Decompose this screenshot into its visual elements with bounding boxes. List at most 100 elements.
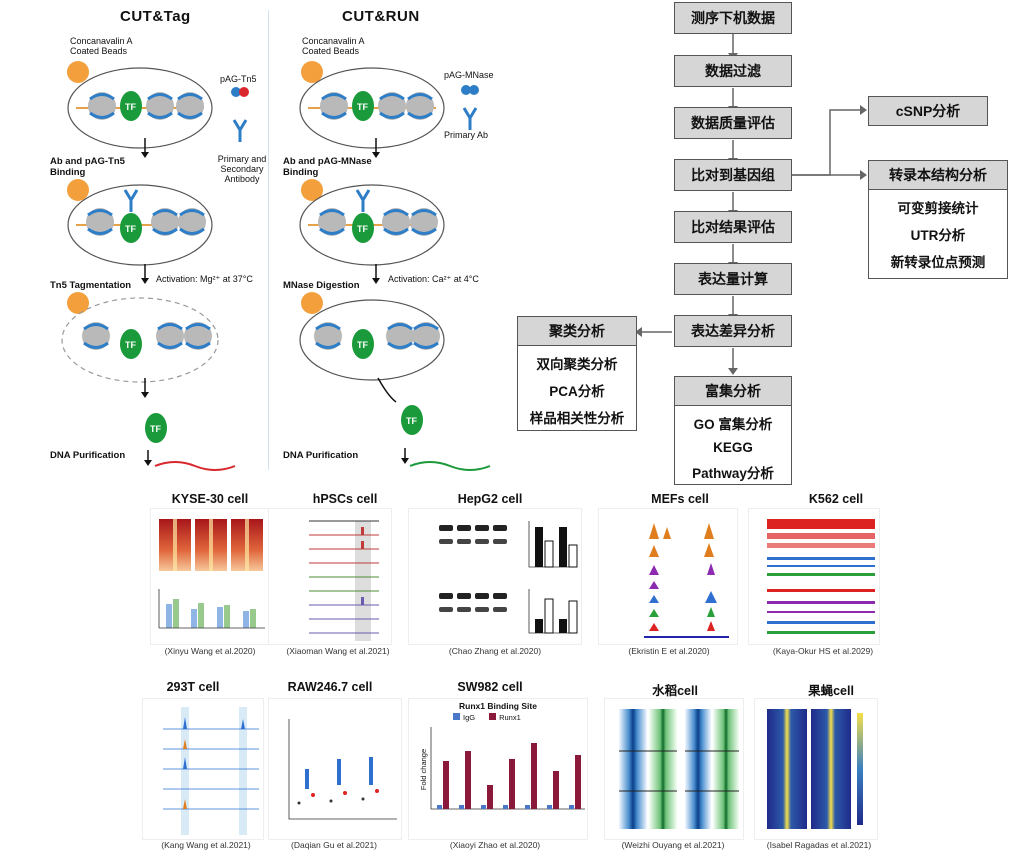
flow-enrich-list: GO 富集分析 KEGG Pathway分析 bbox=[674, 405, 792, 485]
cutrun-nucleosome-3 bbox=[404, 90, 436, 122]
flow-transcript-header: 转录本结构分析 bbox=[868, 160, 1008, 190]
cutrun-nucleosome-4 bbox=[316, 206, 348, 238]
cutrun-bead-3 bbox=[301, 292, 323, 314]
cuttag-cell-3 bbox=[61, 297, 219, 383]
cuttag-bead-2 bbox=[67, 179, 89, 201]
cutrun-nucleosome-6 bbox=[408, 206, 440, 238]
enrich-item-2: KEGG bbox=[713, 440, 753, 455]
cell-title-k562: K562 cell bbox=[808, 492, 864, 506]
cuttag-nucleosome-6 bbox=[176, 206, 208, 238]
cutrun-title: CUT&RUN bbox=[342, 8, 420, 25]
cutrun-step3: DNA Purification bbox=[283, 450, 359, 461]
cutrun-beads-label: Concanavalin A Coated Beads bbox=[302, 36, 365, 56]
cuttag-nucleosome-5 bbox=[149, 206, 181, 238]
flow-snp: cSNP分析 bbox=[868, 96, 988, 126]
cut-diagrams-svg: TF TF TF TF TF TF TF bbox=[61, 61, 491, 471]
cite-raw2467: (Daqian Gu et al.2021) bbox=[291, 840, 377, 850]
flow-cluster-header: 聚类分析 bbox=[517, 316, 637, 346]
drosophila-heatmaps bbox=[767, 709, 863, 829]
cell-title-rice: 水稻cell bbox=[652, 684, 698, 698]
figure-kyse30 bbox=[150, 508, 272, 645]
cite-mefs: (Ekristin E et al.2020) bbox=[628, 646, 710, 656]
enrich-item-3: Pathway分析 bbox=[692, 466, 774, 481]
sw982-legend-runx1: Runx1 bbox=[489, 713, 521, 722]
figure-drosophila bbox=[754, 698, 878, 840]
cluster-item-2: PCA分析 bbox=[549, 384, 605, 399]
flow-step-quality: 数据质量评估 bbox=[674, 107, 792, 139]
cell-title-mefs: MEFs cell bbox=[651, 492, 709, 506]
figure-k562 bbox=[748, 508, 880, 645]
cluster-item-1: 双向聚类分析 bbox=[536, 357, 618, 372]
cutrun-mnase-protein bbox=[461, 85, 479, 95]
cuttag-nucleosome-7 bbox=[80, 320, 112, 352]
rice-heatmaps bbox=[619, 709, 739, 829]
cell-title-hepg2: HepG2 cell bbox=[457, 492, 523, 506]
cuttag-enzyme-label: pAG-Tn5 bbox=[220, 74, 257, 84]
figure-sw982: Runx1 Binding Site IgG Runx1 Fold change bbox=[408, 698, 588, 840]
flow-step-expression: 表达量计算 bbox=[674, 263, 792, 295]
cutrun-activation: Activation: Ca²⁺ at 4°C bbox=[388, 274, 479, 284]
figure-raw2467 bbox=[268, 698, 402, 840]
figure-hepg2 bbox=[408, 508, 582, 645]
transcript-item-1: 可变剪接统计 bbox=[897, 201, 979, 216]
cite-sw982: (Xiaoyi Zhao et al.2020) bbox=[449, 840, 541, 850]
flow-step-raw-data: 测序下机数据 bbox=[674, 2, 792, 34]
cutrun-bead-2 bbox=[301, 179, 323, 201]
cell-title-sw982: SW982 cell bbox=[457, 680, 523, 694]
cuttag-cell-2 bbox=[67, 184, 213, 266]
cutrun-nucleosome-8 bbox=[384, 320, 416, 352]
cutrun-tf-text-4: TF bbox=[406, 416, 417, 426]
flow-step-filter: 数据过滤 bbox=[674, 55, 792, 87]
cutrun-nucleosome-2 bbox=[376, 90, 408, 122]
cite-k562: (Kaya-Okur HS et al.2029) bbox=[772, 646, 874, 656]
cell-title-kyse30: KYSE-30 cell bbox=[171, 492, 249, 506]
transcript-item-3: 新转录位点预测 bbox=[890, 255, 986, 270]
figure-rice bbox=[604, 698, 744, 840]
sw982-chart-title: Runx1 Binding Site bbox=[459, 701, 537, 711]
cell-title-raw2467: RAW246.7 cell bbox=[287, 680, 373, 694]
cutrun-cell-3 bbox=[299, 299, 445, 381]
flow-cluster-list: 双向聚类分析 PCA分析 样品相关性分析 bbox=[517, 345, 637, 431]
hpscs-tracks bbox=[309, 520, 379, 641]
cite-rice: (Weizhi Ouyang et al.2021) bbox=[621, 840, 725, 850]
cuttag-step2: Tn5 Tagmentation bbox=[50, 280, 132, 291]
cuttag-step1: Ab and pAG-Tn5 Binding bbox=[50, 156, 125, 178]
cutrun-cell-1 bbox=[299, 67, 445, 149]
cluster-item-3: 样品相关性分析 bbox=[529, 411, 625, 426]
cite-hpscs: (Xiaoman Wang et al.2021) bbox=[286, 646, 390, 656]
cuttag-cell-1 bbox=[67, 67, 213, 149]
cuttag-beads-label: Concanavalin A Coated Beads bbox=[70, 36, 133, 56]
cutrun-step2: MNase Digestion bbox=[283, 280, 360, 291]
figure-mefs bbox=[598, 508, 738, 645]
cutrun-antibody-label: Primary Ab bbox=[444, 130, 489, 140]
cuttag-tn5-protein bbox=[231, 87, 249, 97]
sw982-bars bbox=[430, 727, 585, 810]
figure-293t bbox=[142, 698, 264, 840]
cutrun-tf-text-2: TF bbox=[357, 224, 368, 234]
cuttag-activation: Activation: Mg²⁺ at 37°C bbox=[156, 274, 253, 284]
cuttag-tf-text-2: TF bbox=[125, 224, 136, 234]
cell-title-hpscs: hPSCs cell bbox=[312, 492, 378, 506]
cuttag-nucleosome-3 bbox=[174, 90, 206, 122]
cuttag-nucleosome-4 bbox=[84, 206, 116, 238]
cite-drosophila: (Isabel Ragadas et al.2021) bbox=[766, 840, 872, 850]
cuttag-nucleosome-1 bbox=[86, 90, 118, 122]
cuttag-primary-antibody bbox=[232, 118, 248, 144]
flow-enrich-header: 富集分析 bbox=[674, 376, 792, 406]
figure-hpscs bbox=[268, 508, 392, 645]
cite-293t: (Kang Wang et al.2021) bbox=[161, 840, 251, 850]
cuttag-nucleosome-8 bbox=[154, 320, 186, 352]
cuttag-dna-fragment bbox=[154, 461, 236, 471]
cutrun-nucleosome-7 bbox=[312, 320, 344, 352]
cuttag-tf-text-4: TF bbox=[150, 424, 161, 434]
cuttag-title: CUT&Tag bbox=[120, 8, 191, 25]
cell-title-293t: 293T cell bbox=[166, 680, 220, 694]
cutrun-step1: Ab and pAG-MNase Binding bbox=[283, 156, 372, 178]
cutrun-dna-fragment bbox=[409, 461, 491, 471]
cuttag-nucleosome-9 bbox=[182, 320, 214, 352]
cite-kyse30: (Xinyu Wang et al.2020) bbox=[164, 646, 256, 656]
cutrun-bead-1 bbox=[301, 61, 323, 83]
cuttag-nucleosome-2 bbox=[144, 90, 176, 122]
cuttag-tf-text-1: TF bbox=[125, 102, 136, 112]
hepg2-blots bbox=[439, 521, 578, 634]
